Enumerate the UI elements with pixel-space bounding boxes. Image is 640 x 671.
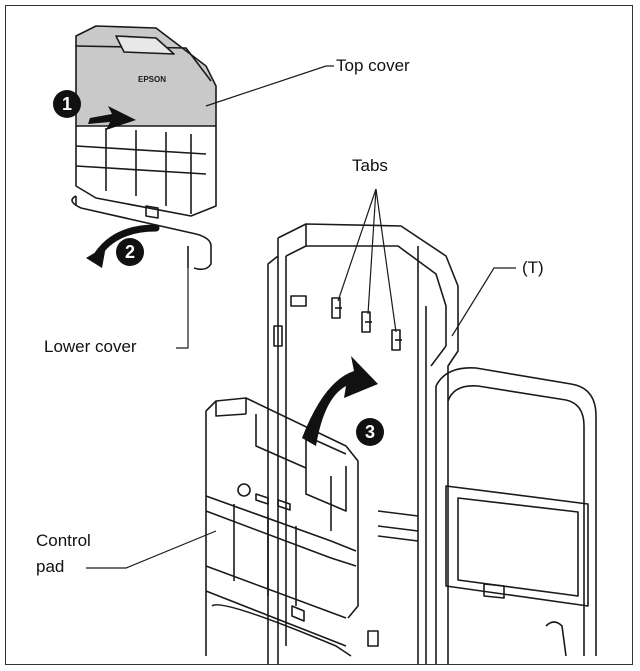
arrow-step-3 xyxy=(302,356,378,446)
label-control-pad-line2: pad xyxy=(36,557,65,576)
arrow-step-2-head xyxy=(86,246,106,268)
step-3-marker: 3 xyxy=(356,418,384,446)
leader-lower-cover xyxy=(176,268,189,349)
leader-t-marker xyxy=(451,267,516,337)
leader-top-cover xyxy=(205,65,334,107)
label-tabs: Tabs xyxy=(352,156,388,175)
top-cover-assembly xyxy=(71,25,217,271)
leader-tab-1 xyxy=(337,188,377,302)
label-lower-cover: Lower cover xyxy=(44,337,137,356)
arrow-step-1 xyxy=(88,106,136,130)
leader-tab-3 xyxy=(375,188,397,333)
epson-logo: EPSON xyxy=(138,75,166,84)
leader-tab-2 xyxy=(367,188,377,315)
step-2-marker: 2 xyxy=(116,238,144,266)
assembly-illustration: EPSON xyxy=(71,25,597,664)
label-t-marker: (T) xyxy=(522,258,544,277)
step-1-marker: 1 xyxy=(53,90,81,118)
label-top-cover: Top cover xyxy=(336,56,410,75)
leader-control-pad xyxy=(86,530,217,569)
control-pad-assembly xyxy=(205,397,359,657)
cabinet-body xyxy=(267,223,459,664)
label-control-pad-line1: Control xyxy=(36,531,91,550)
side-door xyxy=(435,367,597,664)
diagram-frame: EPSON Top cover Tabs (T) Lower cover Con… xyxy=(5,5,633,665)
tab-clips xyxy=(331,297,402,351)
